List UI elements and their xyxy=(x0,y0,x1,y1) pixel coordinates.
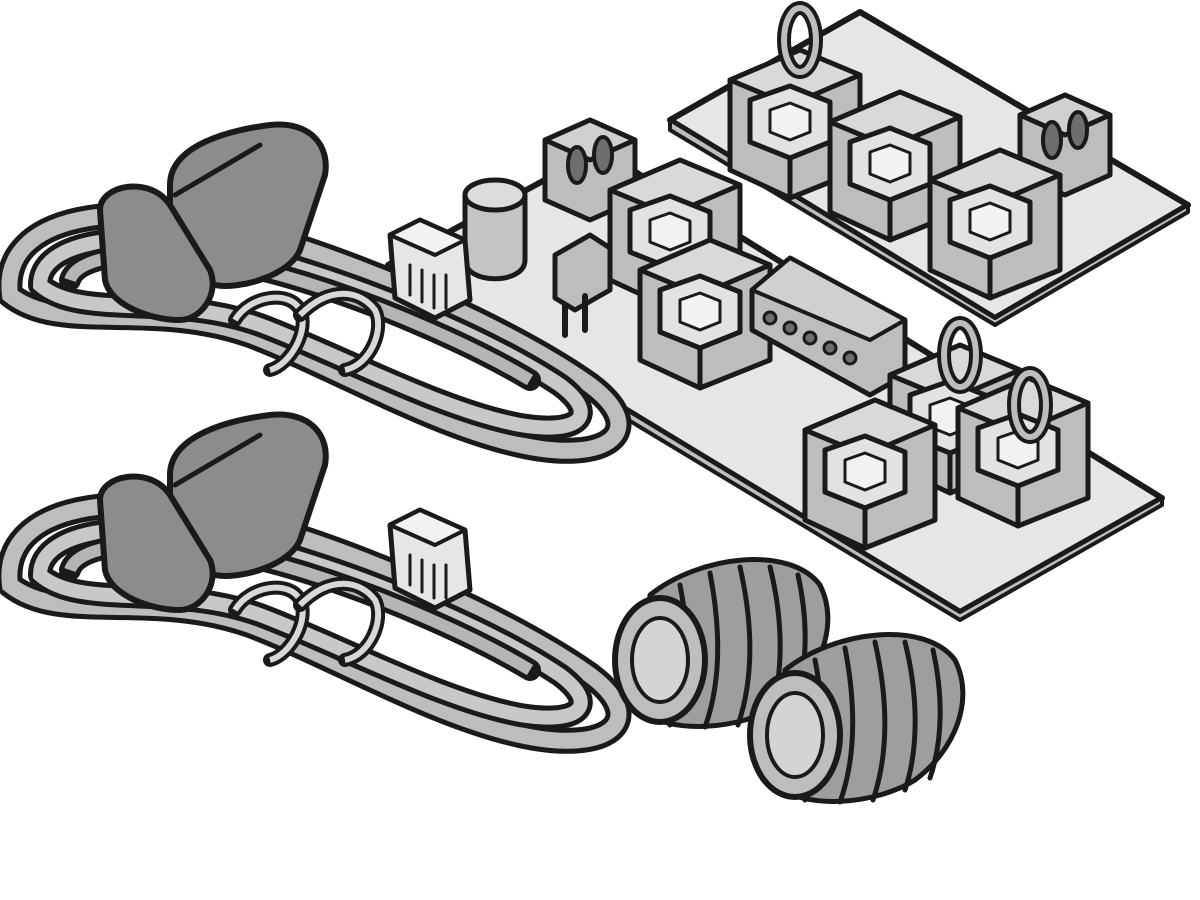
capacitor xyxy=(462,177,528,282)
circuit-board-rear xyxy=(667,8,1191,327)
cable-assembly-bottom xyxy=(9,415,618,741)
indicator-block xyxy=(552,232,613,338)
